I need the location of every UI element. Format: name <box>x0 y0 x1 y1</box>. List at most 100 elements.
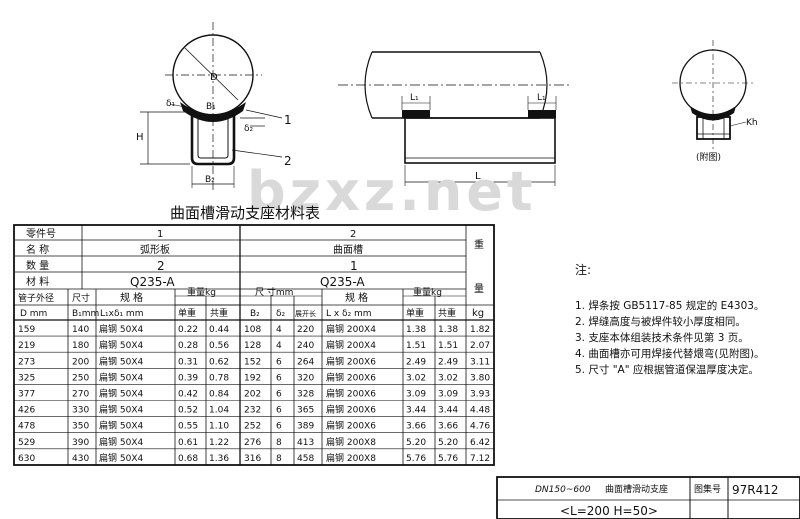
hdr-material: 材 料 <box>26 275 49 288</box>
hdr-dims2: 尺 寸mm <box>255 286 293 298</box>
table-cell: 630 <box>18 454 35 464</box>
hdr-delta2: δ₂ <box>276 309 286 319</box>
table-cell: 1.36 <box>209 454 229 464</box>
table-cell: 389 <box>297 422 314 432</box>
table-cell: 3.66 <box>406 422 426 432</box>
table-cell: 1.10 <box>209 422 229 432</box>
title-params: <L=200 H=50> <box>560 504 658 518</box>
table-cell: 3.02 <box>406 373 426 383</box>
table-cell: 3.11 <box>470 357 490 367</box>
table-cell: 264 <box>297 357 314 367</box>
label-L1-right: L₁ <box>537 93 546 103</box>
table-cell: 6 <box>276 406 282 416</box>
attached-figure-view: Kh (附图) <box>672 40 758 163</box>
title-range: DN150~600 <box>535 485 591 495</box>
table-cell: 扁钢 200X6 <box>326 404 376 416</box>
table-cell: 扁钢 200X6 <box>326 355 376 367</box>
table-cell: 0.28 <box>178 341 198 351</box>
table-cell: 扁钢 50X4 <box>99 339 143 351</box>
hdr-spec1-sub: L₁xδ₁ mm <box>100 309 143 319</box>
table-cell: 458 <box>297 454 314 464</box>
part2-qty: 1 <box>350 259 358 273</box>
table-cell: 252 <box>244 422 261 432</box>
table-cell: 413 <box>297 438 314 448</box>
note-item: 4. 曲面槽亦可用焊接代替煨弯(见附图)。 <box>575 348 765 360</box>
table-cell: 232 <box>244 406 261 416</box>
hdr-spec2: 规 格 <box>345 291 368 304</box>
table-cell: 2.49 <box>406 357 426 367</box>
label-B1: B₁ <box>206 102 216 112</box>
table-cell: 扁钢 50X4 <box>99 355 143 367</box>
table-cell: 6.42 <box>470 438 490 448</box>
table-cell: 200 <box>72 357 89 367</box>
label-D: D <box>210 72 218 83</box>
welded-channel <box>696 116 731 140</box>
table-cell: 8 <box>276 454 282 464</box>
table-cell: 1.38 <box>438 325 458 335</box>
table-cell: 6 <box>276 390 282 400</box>
table-cell: 316 <box>244 454 261 464</box>
table-cell: 219 <box>18 341 35 351</box>
table-cell: 1.04 <box>209 406 229 416</box>
part1-qty: 2 <box>157 259 165 273</box>
part2-material: Q235-A <box>320 275 365 289</box>
table-cell: 220 <box>297 325 314 335</box>
label-delta2: δ₂ <box>244 124 254 134</box>
table-cell: 7.12 <box>470 454 490 464</box>
table-cell: 377 <box>18 390 35 400</box>
table-cell: 202 <box>244 390 261 400</box>
hdr-spec1: 规 格 <box>120 291 143 304</box>
table-cell: 2.07 <box>470 341 490 351</box>
table-cell: 5.20 <box>406 438 426 448</box>
table-cell: 159 <box>18 325 35 335</box>
table-cell: 1.22 <box>209 438 229 448</box>
table-cell: 0.31 <box>178 357 198 367</box>
table-cell: 0.44 <box>209 325 229 335</box>
table-cell: 0.39 <box>178 373 198 383</box>
hdr-total-w2: 共重 <box>438 307 456 319</box>
table-cell: 2.49 <box>438 357 458 367</box>
table-cell: 108 <box>244 325 261 335</box>
table-cell: 扁钢 200X6 <box>326 388 376 400</box>
table-cell: 扁钢 50X4 <box>99 452 143 464</box>
table-cell: 270 <box>72 390 89 400</box>
table-cell: 扁钢 200X6 <box>326 371 376 383</box>
table-cell: 扁钢 50X4 <box>99 404 143 416</box>
table-cell: 430 <box>72 454 89 464</box>
table-cell: 0.52 <box>178 406 198 416</box>
table-cell: 8 <box>276 438 282 448</box>
table-cell: 3.09 <box>406 390 426 400</box>
note-item: 3. 支座本体组装技术条件见第 3 页。 <box>575 332 749 344</box>
title-block: DN150~600 曲面槽滑动支座 图集号 97R412 <L=200 H=50… <box>496 476 800 519</box>
table-cell: 390 <box>72 438 89 448</box>
hdr-unfold: 展开长 <box>295 309 316 318</box>
table-cell: 4.76 <box>470 422 490 432</box>
title-atlas-label: 图集号 <box>694 483 721 495</box>
note-item: 1. 焊条按 GB5117-85 规定的 E4303。 <box>575 300 765 312</box>
table-cell: 3.09 <box>438 390 458 400</box>
table-cell: 0.78 <box>209 373 229 383</box>
table-cell: 273 <box>18 357 35 367</box>
table-cell: 3.93 <box>470 390 490 400</box>
hdr-size-sub: B₁mm <box>72 309 99 319</box>
label-Kh: Kh <box>746 118 758 128</box>
hdr-weight-mid: 量 <box>474 283 484 295</box>
table-cell: 扁钢 200X8 <box>326 436 376 448</box>
table-header: 零件号 名 称 数 量 材 料 1 弧形板 2 Q235-A 2 曲面槽 1 Q… <box>18 228 484 319</box>
table-cell: 6 <box>276 373 282 383</box>
note-item: 2. 焊缝高度与被焊件较小厚度相同。 <box>575 316 746 328</box>
part1-name: 弧形板 <box>140 243 170 256</box>
table-cell: 0.42 <box>178 390 198 400</box>
table-cell: 3.66 <box>438 422 458 432</box>
table-cell: 180 <box>72 341 89 351</box>
part2-no: 2 <box>350 229 356 240</box>
table-cell: 328 <box>297 390 314 400</box>
leader-label-1: 1 <box>284 113 292 127</box>
table-cell: 1.51 <box>406 341 426 351</box>
hdr-qty: 数 量 <box>26 259 49 272</box>
table-cell: 0.55 <box>178 422 198 432</box>
attached-figure-caption: (附图) <box>696 151 721 163</box>
table-cell: 0.61 <box>178 438 198 448</box>
curved-channel-side <box>404 117 556 164</box>
